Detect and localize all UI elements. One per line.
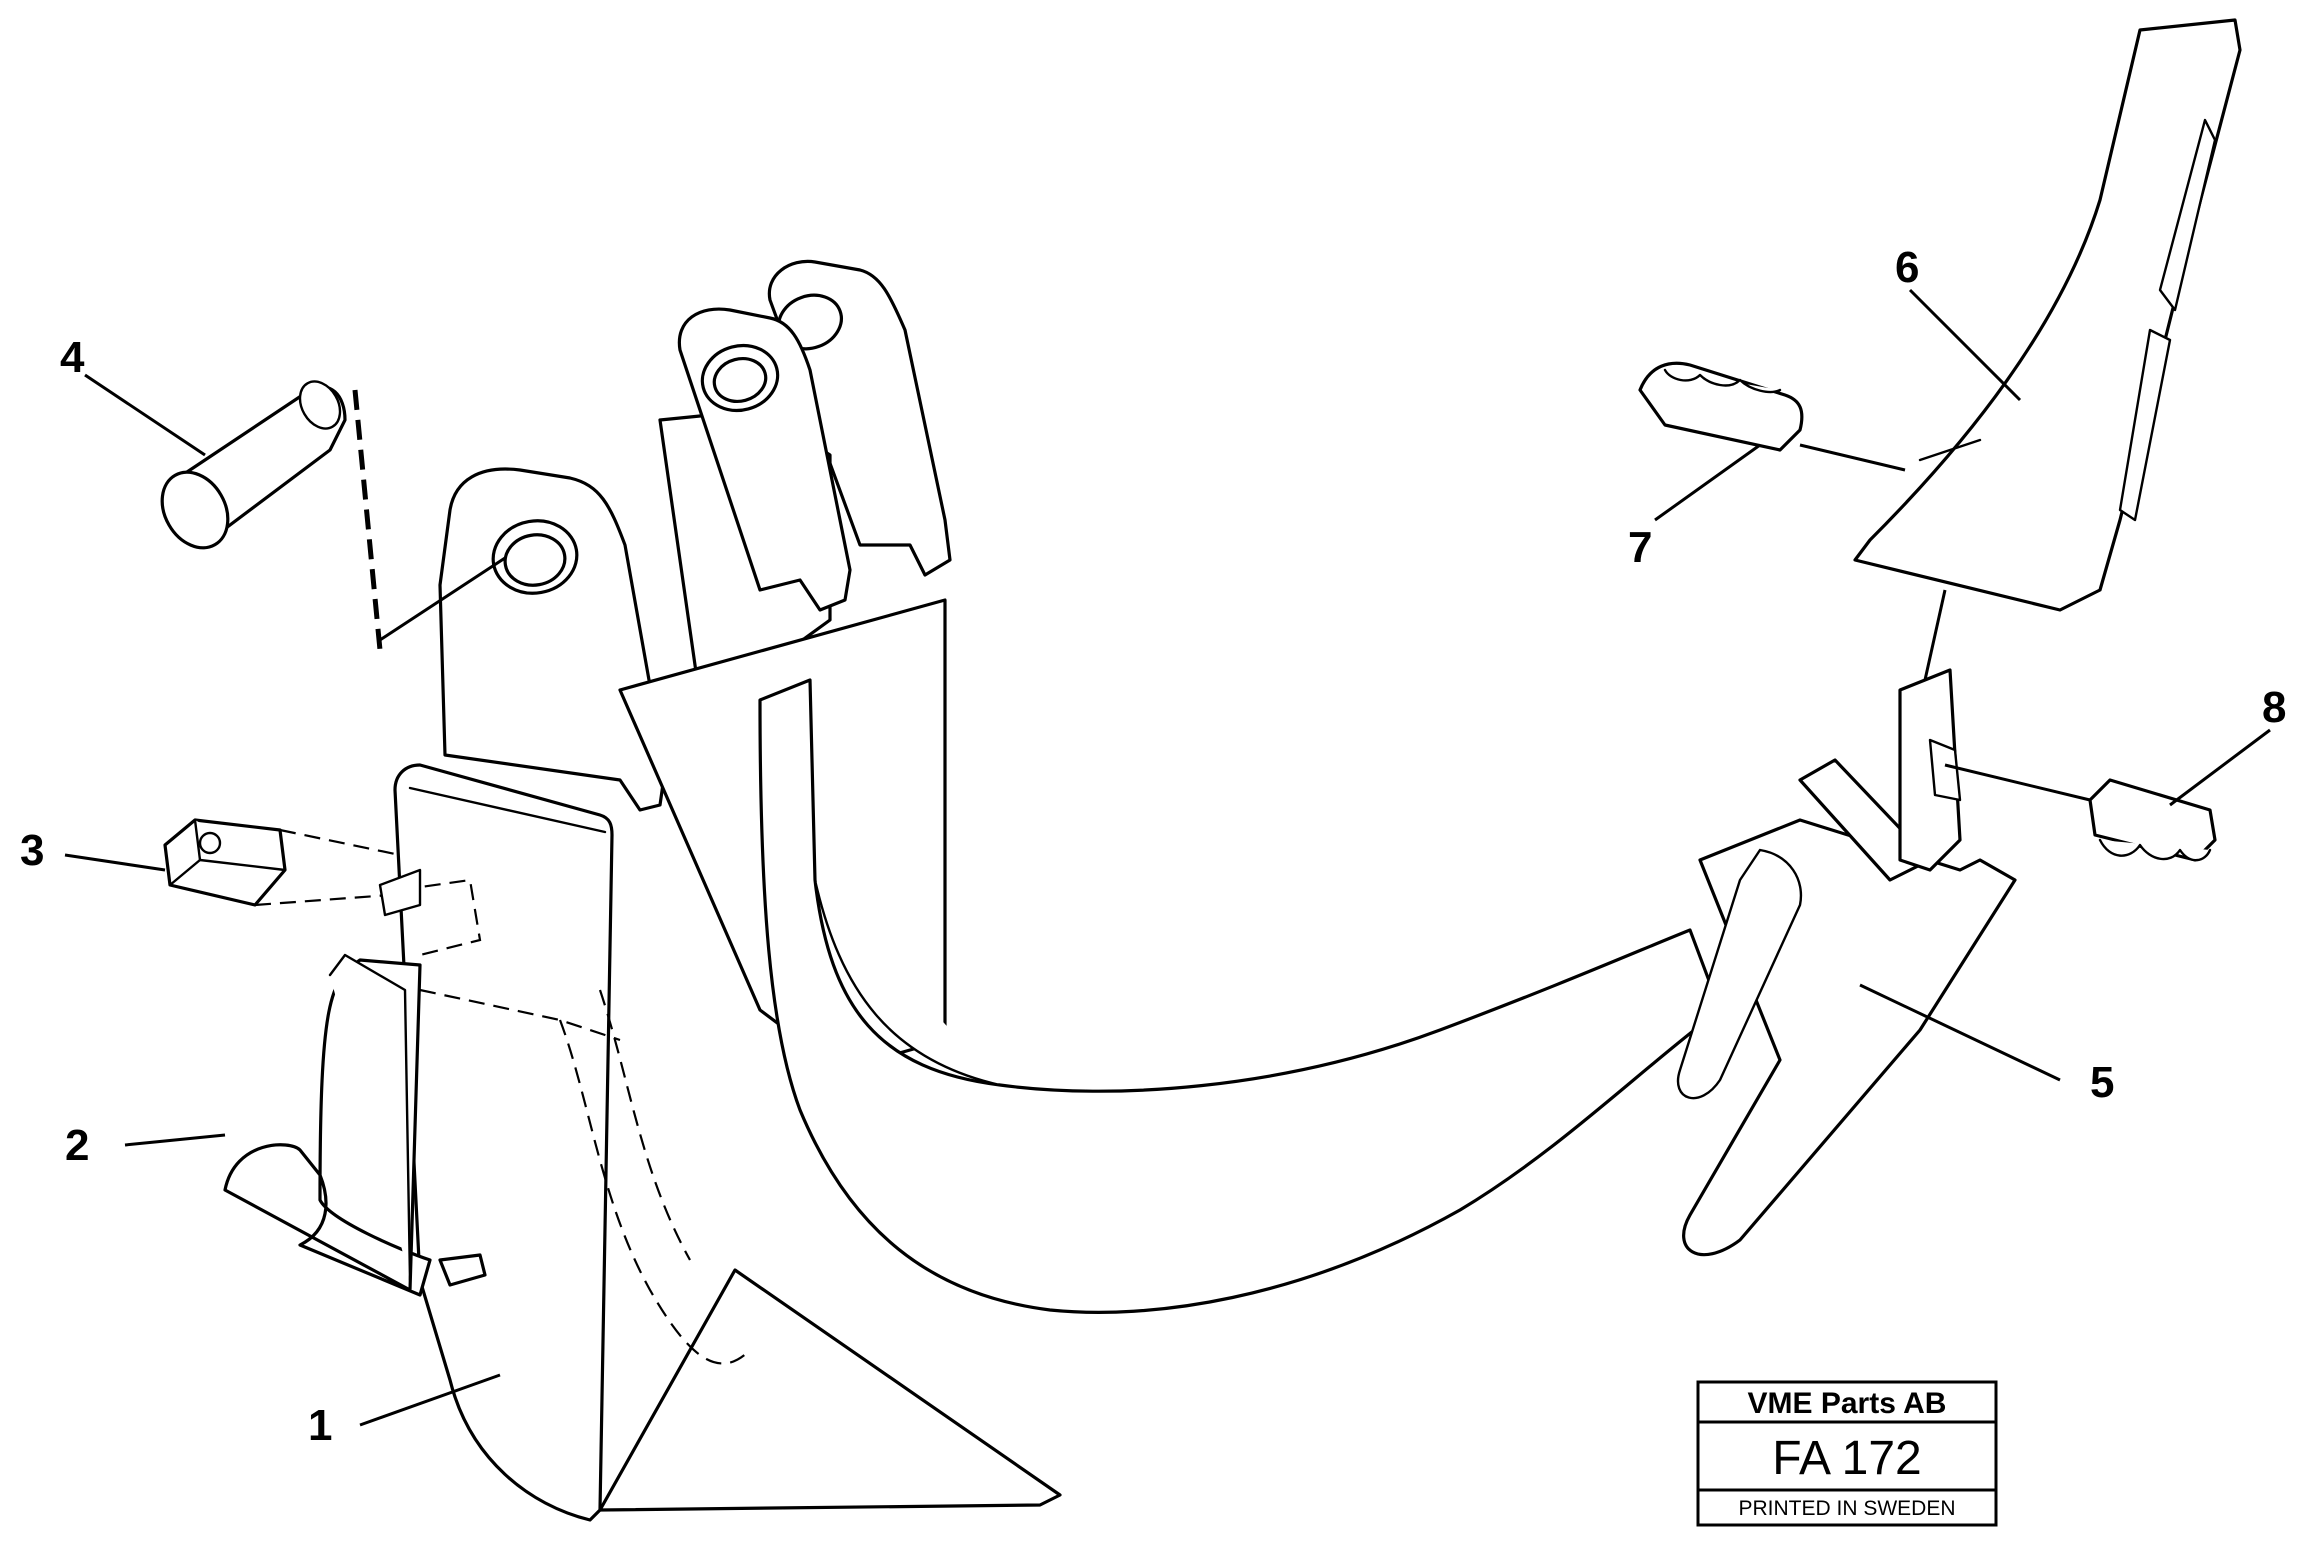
part-7-retainer <box>1638 361 1804 452</box>
callout-5: 5 <box>2090 1058 2114 1107</box>
callout-2: 2 <box>65 1121 89 1170</box>
part-2-hook <box>223 953 487 1297</box>
part-3-bolt <box>163 818 422 917</box>
callout-6: 6 <box>1895 243 1919 292</box>
alignment-lines <box>379 443 2091 802</box>
callout-labels: 4 6 7 8 3 2 5 1 <box>20 243 2286 1450</box>
callout-3: 3 <box>20 826 44 875</box>
callout-7: 7 <box>1628 523 1652 572</box>
bucket-body <box>393 259 2017 1522</box>
callout-4: 4 <box>60 333 85 382</box>
stamp-code: FA 172 <box>1772 1432 1921 1485</box>
callout-1: 1 <box>308 1401 332 1450</box>
part-4-pin <box>160 380 383 651</box>
callout-8: 8 <box>2262 683 2286 732</box>
publisher-stamp: VME Parts AB FA 172 PRINTED IN SWEDEN <box>1696 1380 1998 1527</box>
stamp-printed: PRINTED IN SWEDEN <box>1738 1497 1955 1520</box>
callout-leaders <box>64 288 2271 1427</box>
part-6-tooth <box>1853 18 2242 612</box>
part-8-retainer <box>2088 778 2217 862</box>
stamp-company: VME Parts AB <box>1748 1387 1947 1420</box>
